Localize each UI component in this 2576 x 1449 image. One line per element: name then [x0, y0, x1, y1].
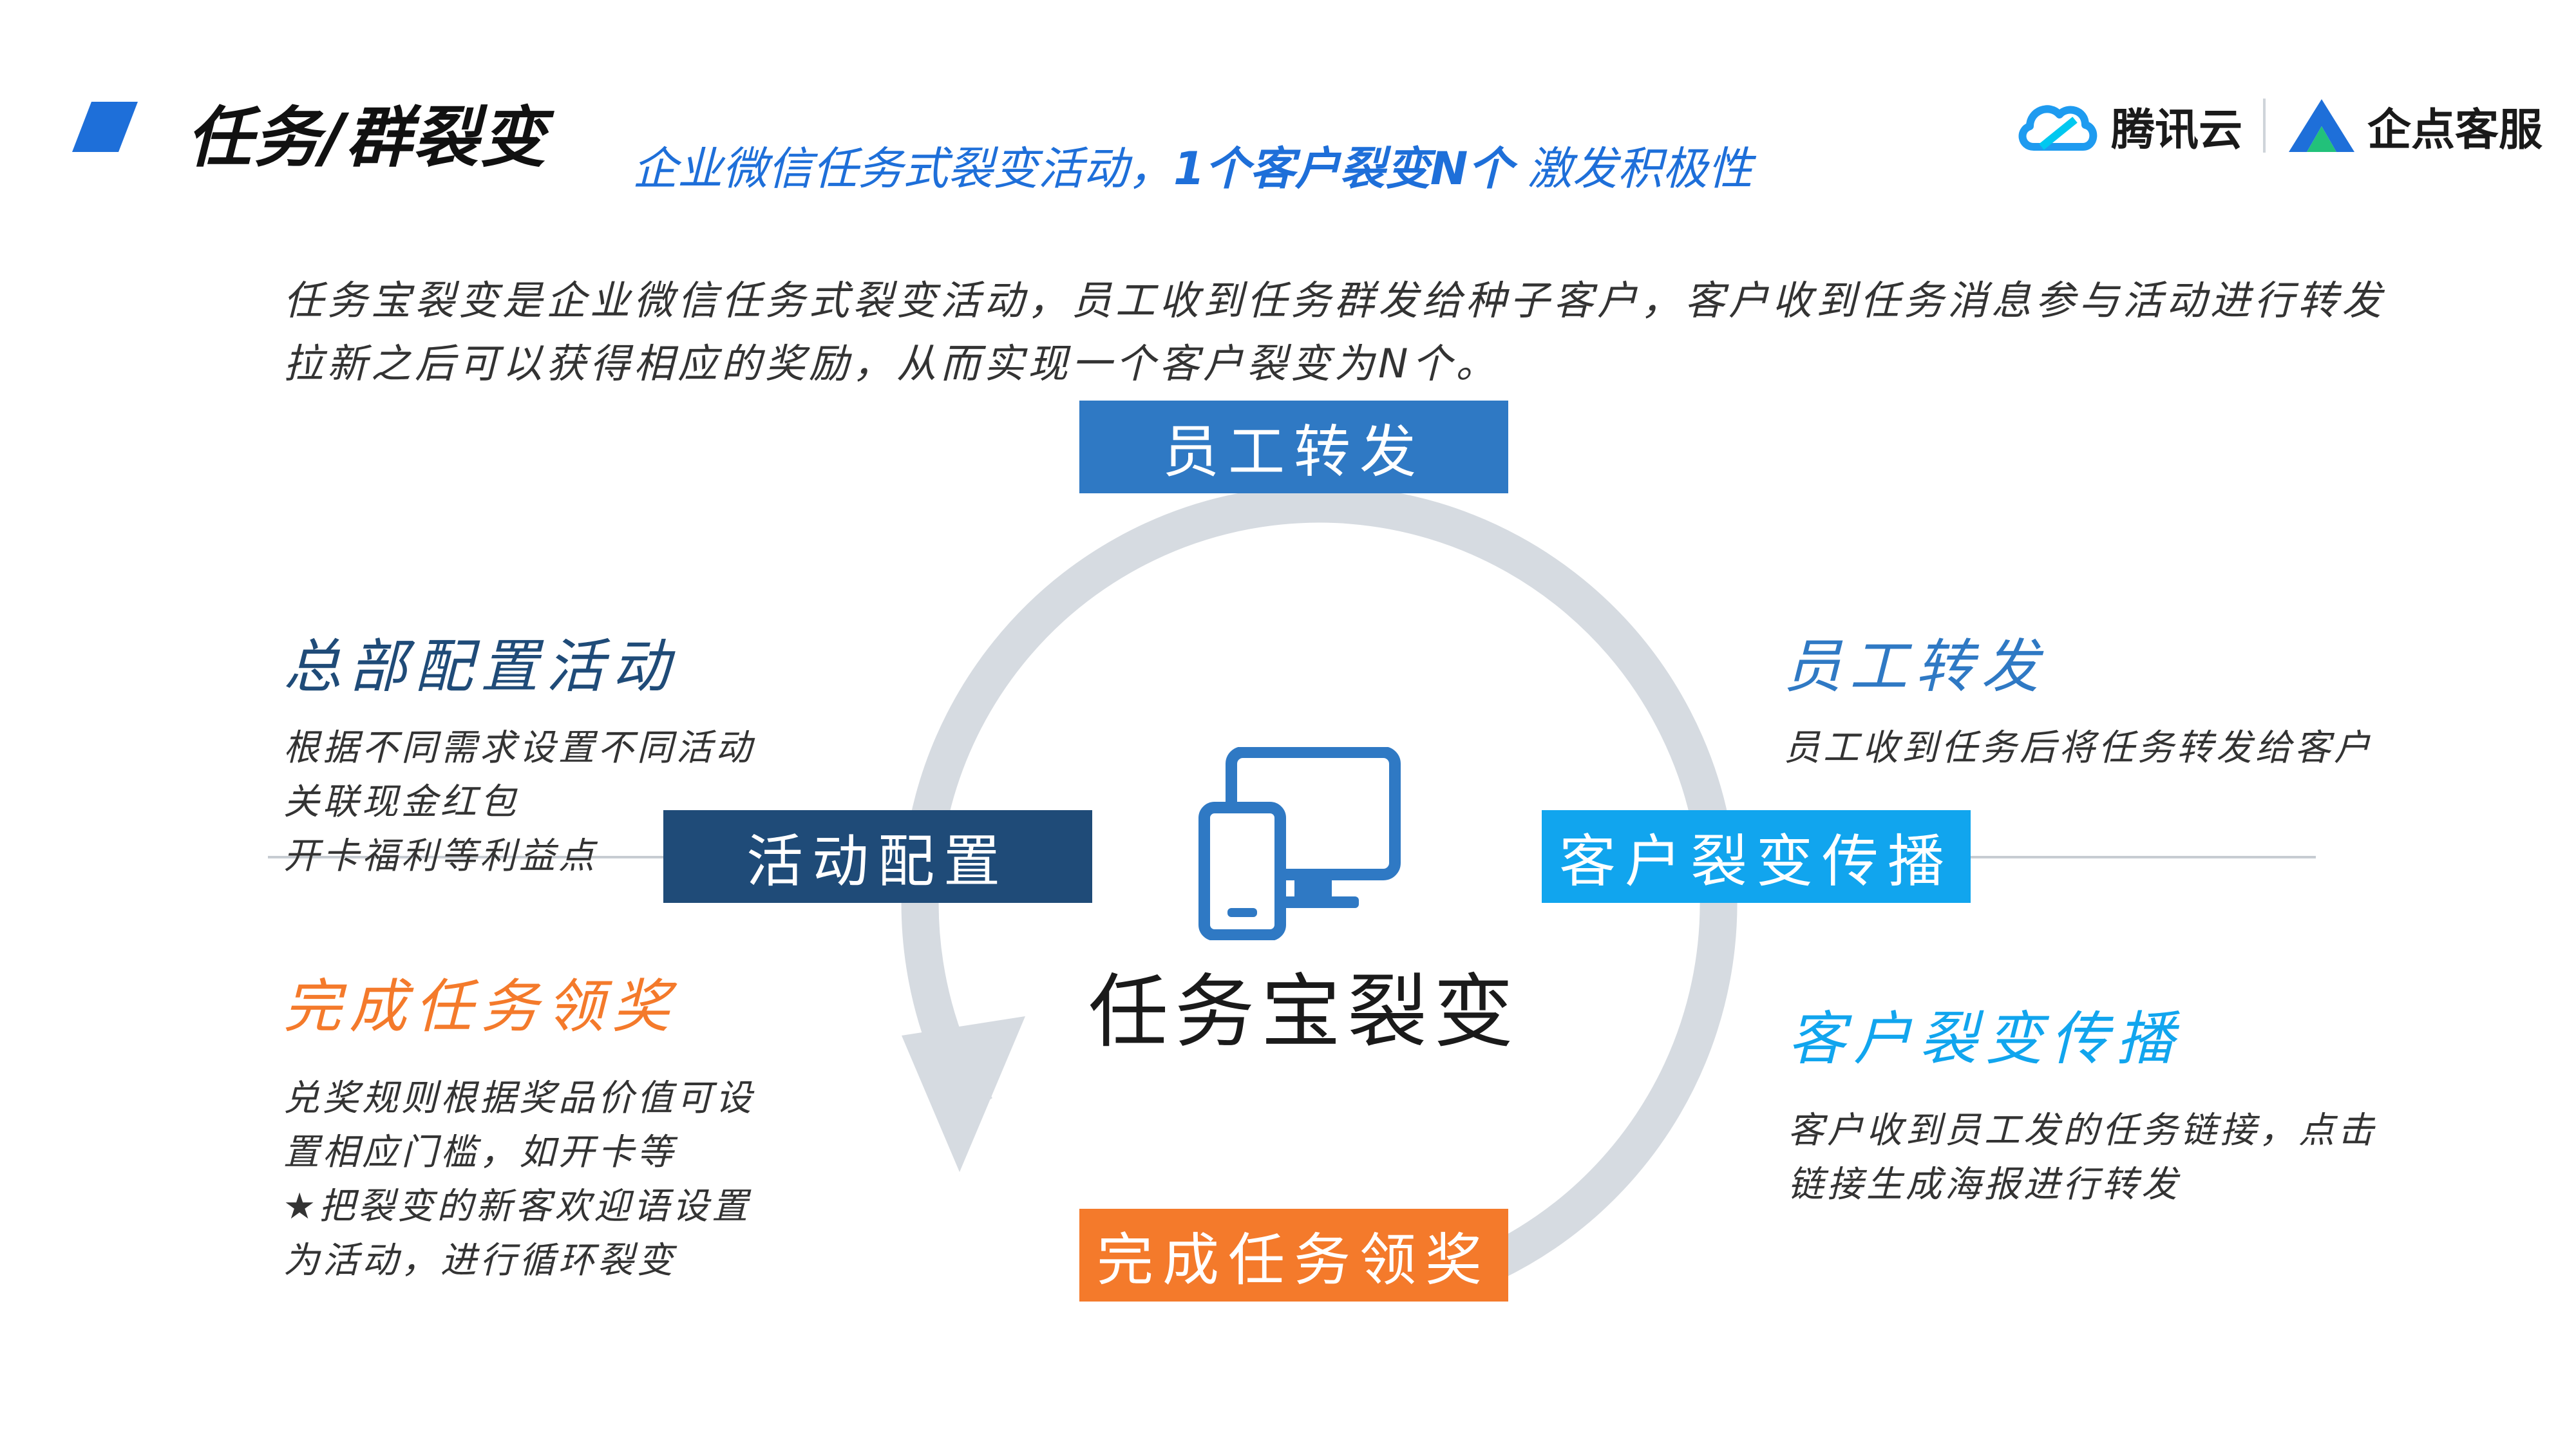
block-reward-line: ★把裂变的新客欢迎语设置 — [283, 1186, 752, 1227]
block-reward-title: 完成任务领奖 — [283, 973, 677, 1041]
block-spread-title: 客户裂变传播 — [1788, 1005, 2182, 1073]
block-config-text: 根据不同需求设置不同活动 关联现金红包 开卡福利等利益点 — [283, 721, 755, 884]
block-config-title: 总部配置活动 — [283, 633, 677, 701]
cycle-box-spread: 客户裂变传播 — [1542, 810, 1971, 903]
subtitle-part-3: 激发积极性 — [1513, 142, 1753, 195]
block-config: 总部配置活动 根据不同需求设置不同活动 关联现金红包 开卡福利等利益点 — [283, 620, 755, 884]
block-config-line: 根据不同需求设置不同活动 — [283, 727, 755, 769]
qidian-text: 企点客服 — [2367, 104, 2543, 156]
block-spread: 客户裂变传播 客户收到员工发的任务链接，点击 链接生成海报进行转发 — [1788, 992, 2377, 1212]
subtitle: 企业微信任务式裂变活动，1个客户裂变N个 激发积极性 — [632, 133, 1753, 198]
block-reward-line: 兑奖规则根据奖品价值可设 — [283, 1077, 755, 1119]
block-spread-line: 客户收到员工发的任务链接，点击 — [1788, 1110, 2377, 1151]
cycle-arrow-icon — [901, 485, 1738, 1280]
block-reward-line: 为活动，进行循环裂变 — [283, 1240, 676, 1282]
guide-line-right — [1968, 856, 2316, 858]
qidian-logo-icon — [2289, 99, 2355, 152]
block-forward-line: 员工收到任务后将任务转发给客户 — [1784, 727, 2373, 769]
title-slash-icon — [72, 102, 138, 152]
cycle-box-forward: 员工转发 — [1079, 401, 1508, 493]
page-title: 任务/群裂变 — [187, 100, 547, 176]
brand-logos: 腾讯云 企点客服 — [2016, 93, 2543, 158]
logo-separator — [2263, 99, 2266, 153]
block-spread-text: 客户收到员工发的任务链接，点击 链接生成海报进行转发 — [1788, 1104, 2377, 1212]
devices-icon — [1198, 747, 1401, 940]
block-forward: 员工转发 员工收到任务后将任务转发给客户 — [1784, 620, 2373, 775]
guide-line-left — [268, 856, 667, 858]
center-label: 任务宝裂变 — [1088, 966, 1520, 1059]
tencent-cloud-text: 腾讯云 — [2111, 104, 2243, 156]
block-spread-line: 链接生成海报进行转发 — [1788, 1164, 2181, 1206]
block-reward-line: 置相应门槛，如开卡等 — [283, 1132, 676, 1173]
cycle-box-config: 活动配置 — [663, 810, 1092, 903]
block-reward-text: 兑奖规则根据奖品价值可设 置相应门槛，如开卡等 ★把裂变的新客欢迎语设置 为活动… — [283, 1072, 755, 1288]
cycle-box-reward: 完成任务领奖 — [1079, 1209, 1508, 1302]
block-config-line: 开卡福利等利益点 — [283, 835, 598, 877]
subtitle-part-2: 1个客户裂变N个 — [1173, 142, 1513, 195]
block-reward: 完成任务领奖 兑奖规则根据奖品价值可设 置相应门槛，如开卡等 ★把裂变的新客欢迎… — [283, 960, 755, 1288]
subtitle-part-1: 企业微信任务式裂变活动， — [632, 142, 1173, 195]
block-forward-text: 员工收到任务后将任务转发给客户 — [1784, 721, 2373, 775]
block-forward-title: 员工转发 — [1784, 633, 2047, 701]
intro-paragraph: 任务宝裂变是企业微信任务式裂变活动，员工收到任务群发给种子客户，客户收到任务消息… — [283, 277, 2386, 387]
block-config-line: 关联现金红包 — [283, 781, 519, 823]
tencent-cloud-icon — [2018, 105, 2098, 151]
